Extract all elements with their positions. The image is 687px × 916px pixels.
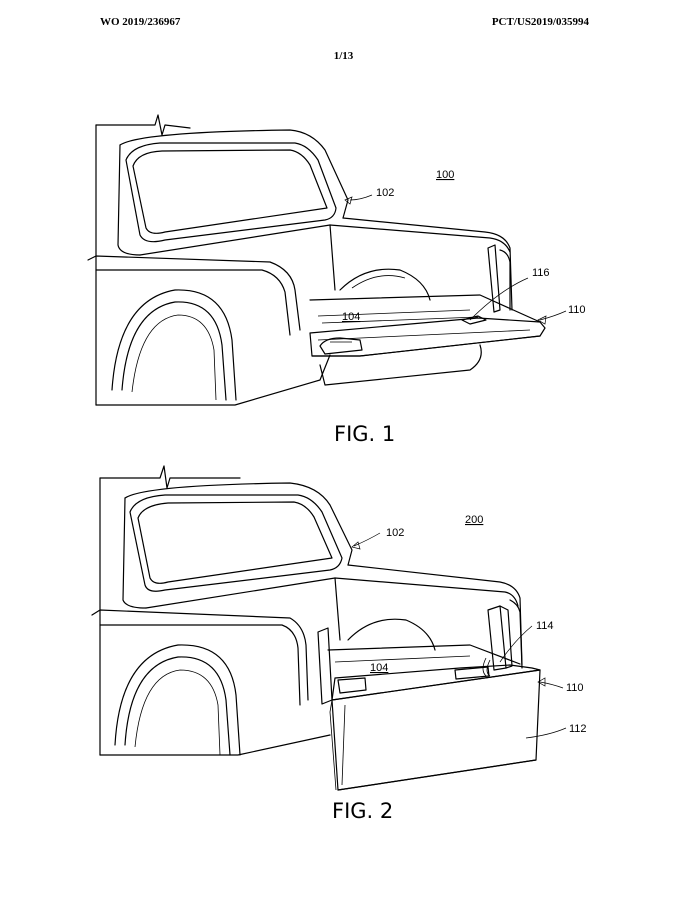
ref-100: 100 <box>436 169 454 181</box>
ref-102-fig1: 102 <box>376 187 394 199</box>
figure-1-drawing <box>87 114 567 406</box>
ref-116: 116 <box>532 267 550 279</box>
ref-102-fig2: 102 <box>386 527 404 539</box>
figure-2-drawing <box>91 465 567 791</box>
ref-200: 200 <box>465 514 483 526</box>
ref-114: 114 <box>536 620 554 632</box>
caption-fig-1: FIG. 1 <box>334 422 395 446</box>
sheet-number: 1/13 <box>333 50 354 62</box>
ref-104-fig1: 104 <box>342 311 360 323</box>
caption-fig-2: FIG. 2 <box>332 799 393 823</box>
ref-110-fig1: 110 <box>568 304 586 316</box>
publication-number: WO 2019/236967 <box>100 16 181 28</box>
application-number: PCT/US2019/035994 <box>491 16 589 28</box>
ref-104-fig2: 104 <box>370 662 388 674</box>
ref-112: 112 <box>569 723 587 735</box>
ref-110-fig2: 110 <box>566 682 584 694</box>
